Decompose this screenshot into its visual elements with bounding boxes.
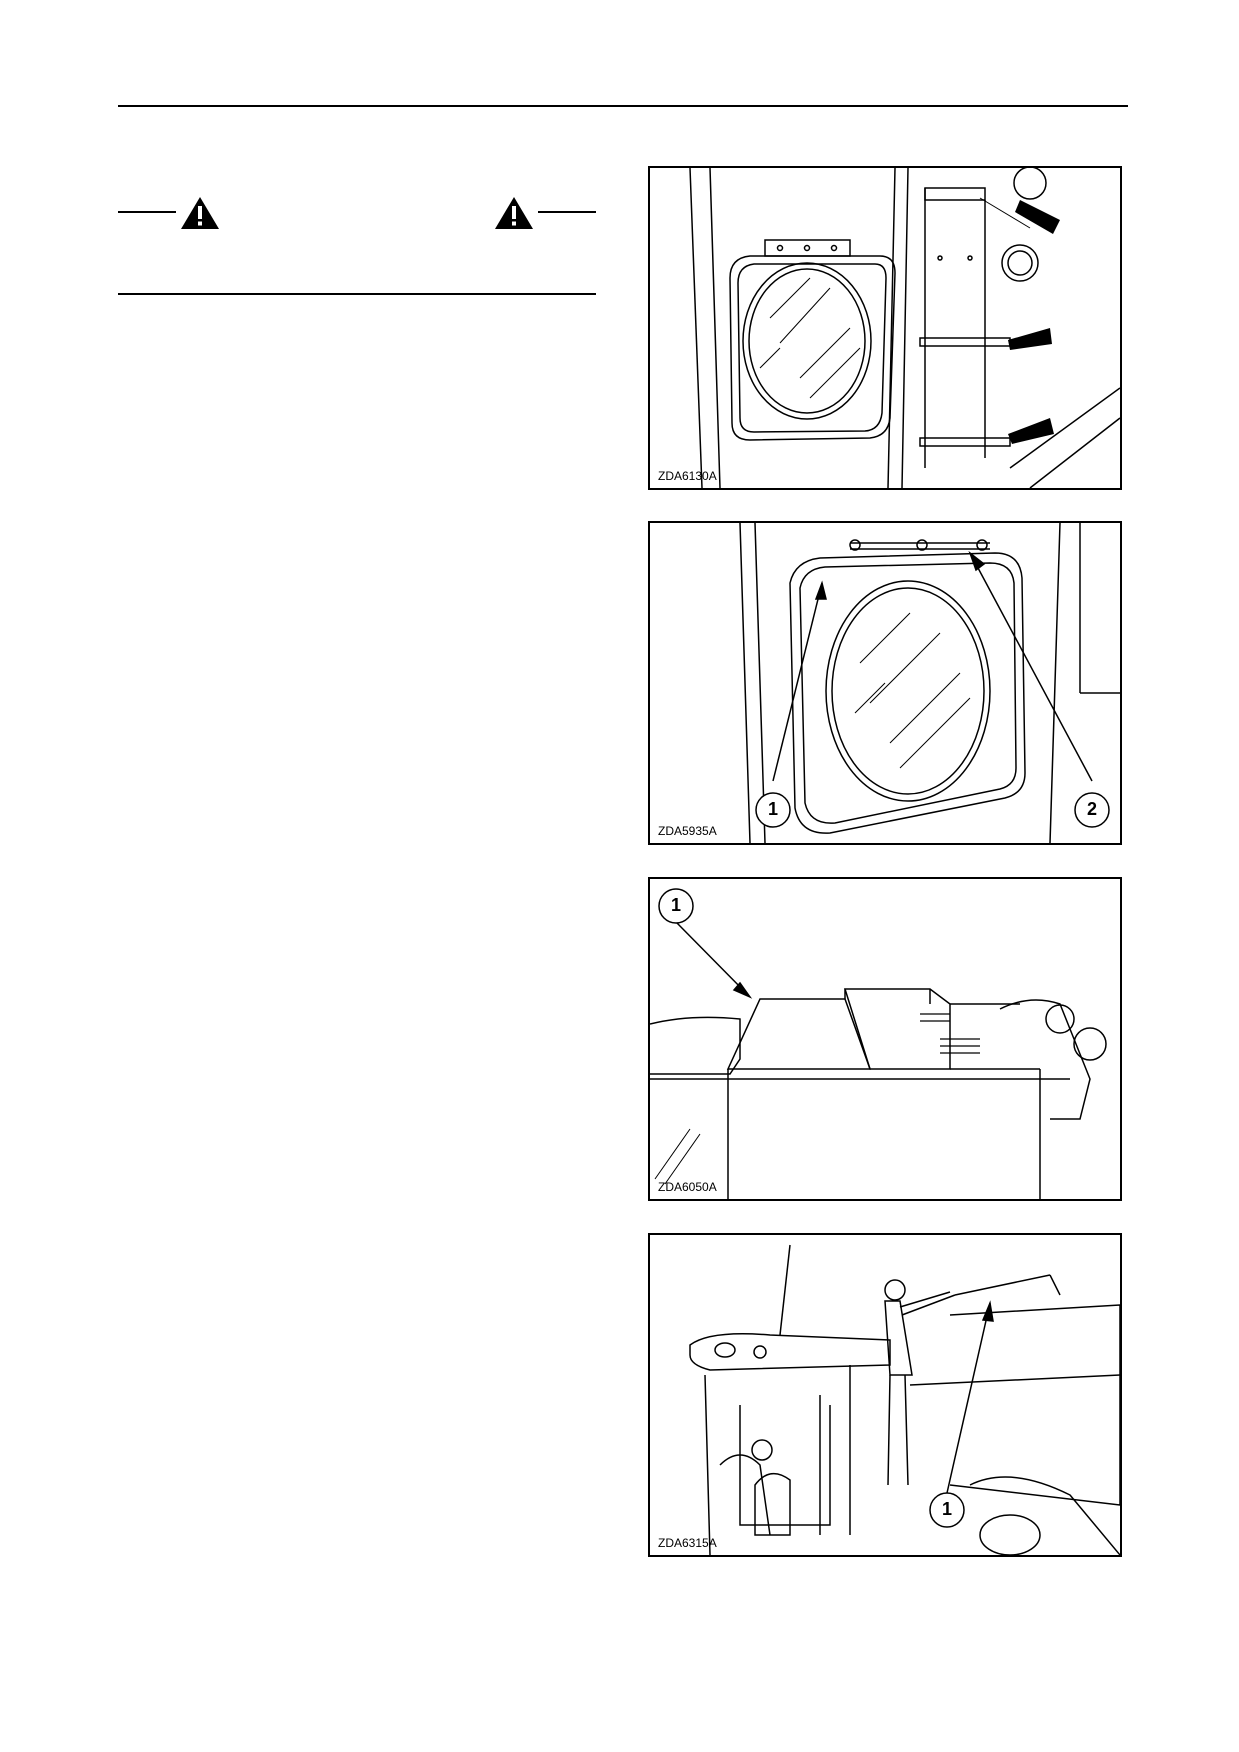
figure-operator-roof: 1 ZDA6315A <box>648 1233 1122 1557</box>
warning-left-rule <box>118 211 176 213</box>
callout-1: 1 <box>670 895 681 915</box>
warning-right-rule <box>538 211 596 213</box>
warning-block <box>118 196 596 296</box>
figure-illustration <box>739 523 1120 843</box>
figure-illustration <box>650 888 1107 1199</box>
warning-triangle-icon <box>181 197 219 229</box>
warning-bottom-rule <box>118 293 596 295</box>
warning-triangle-icon <box>495 197 533 229</box>
figure-illustration <box>689 168 1120 488</box>
figure-code: ZDA6050A <box>658 1180 717 1194</box>
figure-window-callouts: 1 2 ZDA5935A <box>648 521 1122 845</box>
figure-code: ZDA5935A <box>658 824 717 838</box>
callout-2: 2 <box>1086 799 1097 819</box>
figure-illustration <box>689 1244 1120 1555</box>
figure-code: ZDA6130A <box>658 469 717 483</box>
figure-code: ZDA6315A <box>658 1536 717 1550</box>
callout-1: 1 <box>941 1499 952 1519</box>
figure-ladder-steps: ZDA6130A <box>648 166 1122 490</box>
figure-roof-panel: 1 ZDA6050A <box>648 877 1122 1201</box>
callout-1: 1 <box>767 799 778 819</box>
header-rule <box>118 105 1128 107</box>
